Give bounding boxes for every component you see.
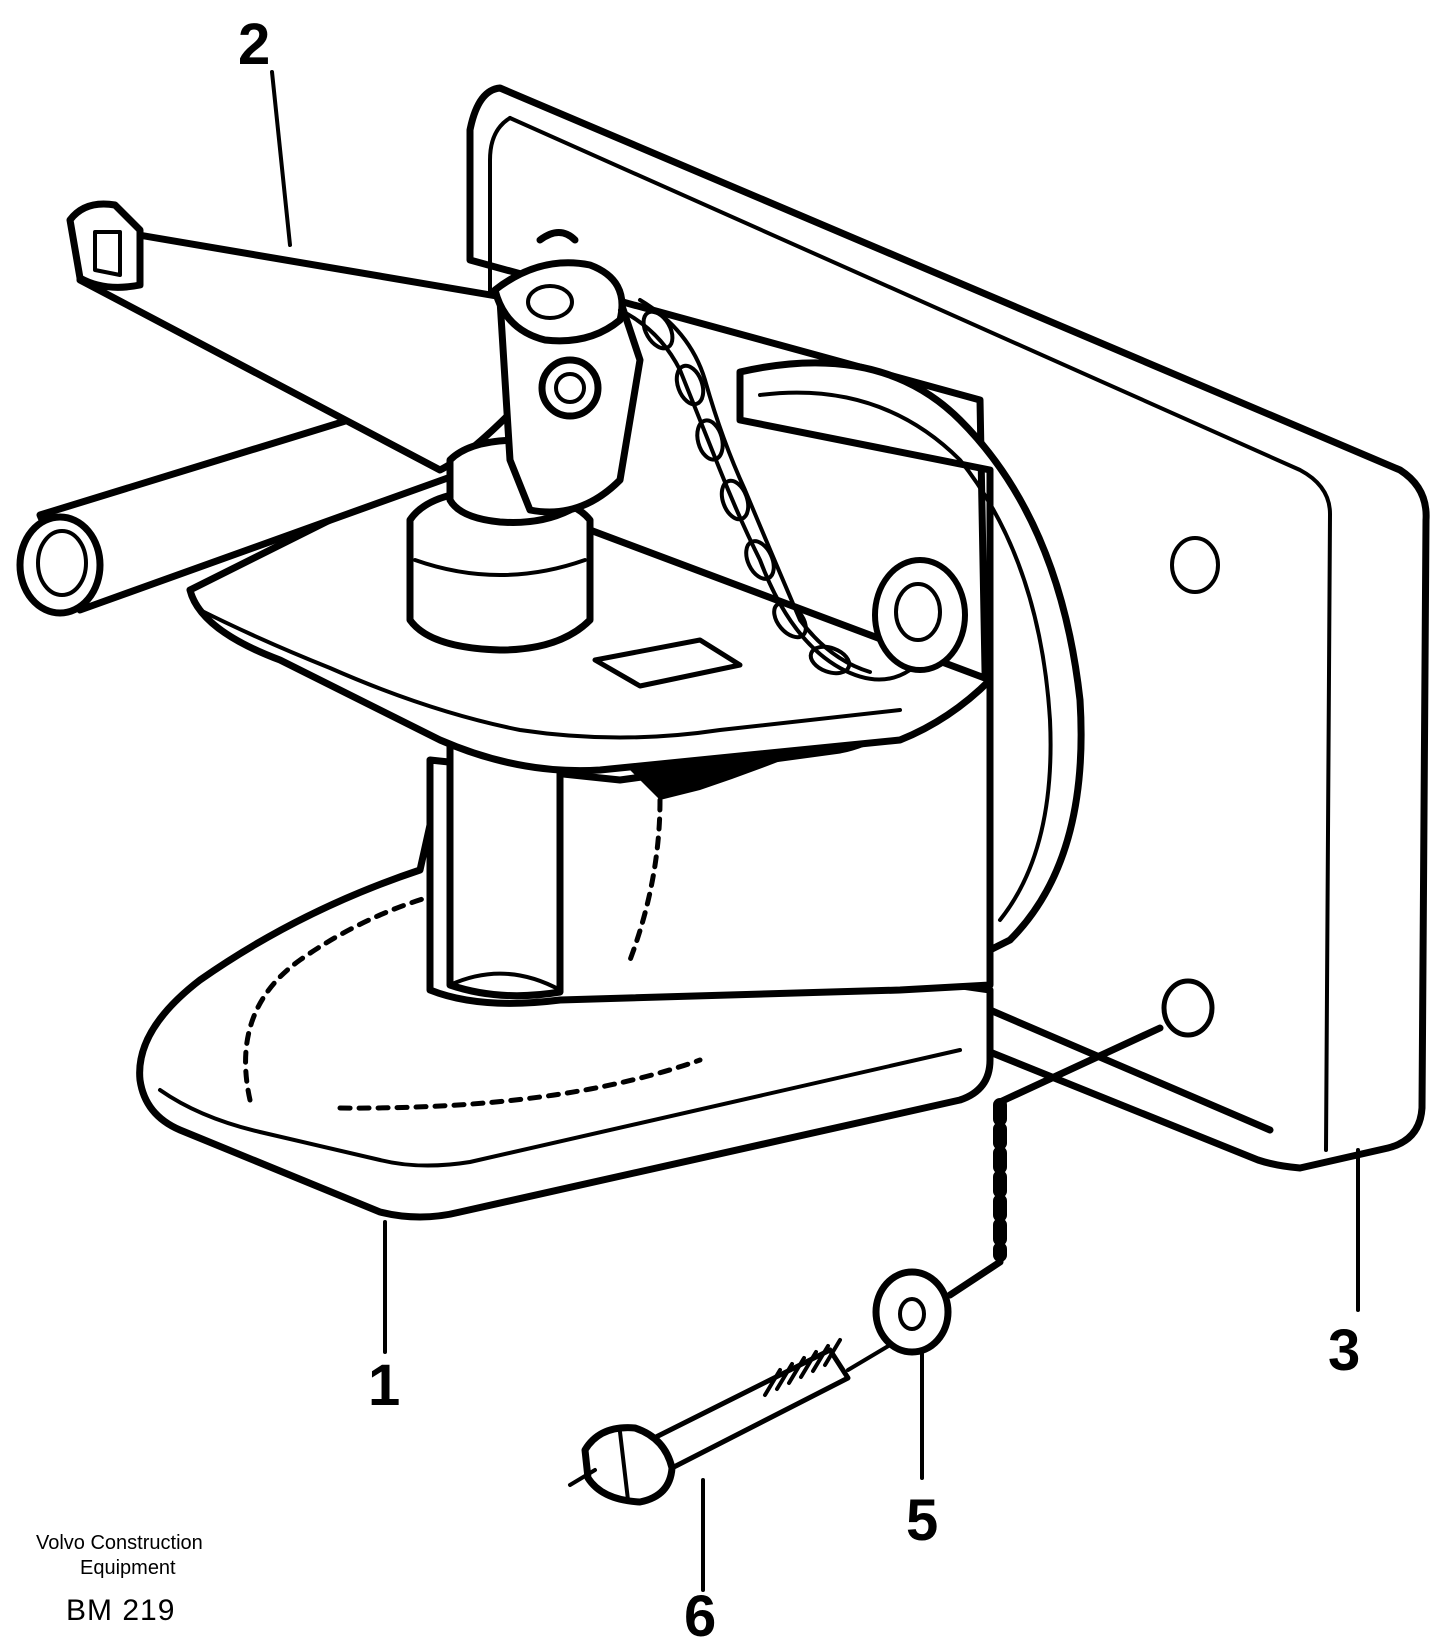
bolt-thread	[763, 1338, 842, 1397]
credit-line-1: Volvo Construction	[36, 1532, 203, 1554]
chain-links	[641, 309, 852, 676]
washer	[872, 1268, 952, 1356]
bolt	[568, 1338, 892, 1506]
callout-3: 3	[1328, 1318, 1360, 1383]
leader-lines	[270, 70, 1360, 1592]
release-lever	[16, 200, 644, 654]
mounting-plate	[466, 84, 1430, 1172]
callout-6: 6	[684, 1584, 716, 1648]
callout-2: 2	[238, 12, 270, 77]
coupling-flange	[736, 359, 1085, 954]
callout-1: 1	[368, 1353, 400, 1418]
credit-line-2: Equipment	[80, 1557, 176, 1579]
callout-5: 5	[906, 1488, 938, 1553]
safety-chain	[536, 229, 968, 682]
figure-code: BM 219	[66, 1594, 176, 1627]
